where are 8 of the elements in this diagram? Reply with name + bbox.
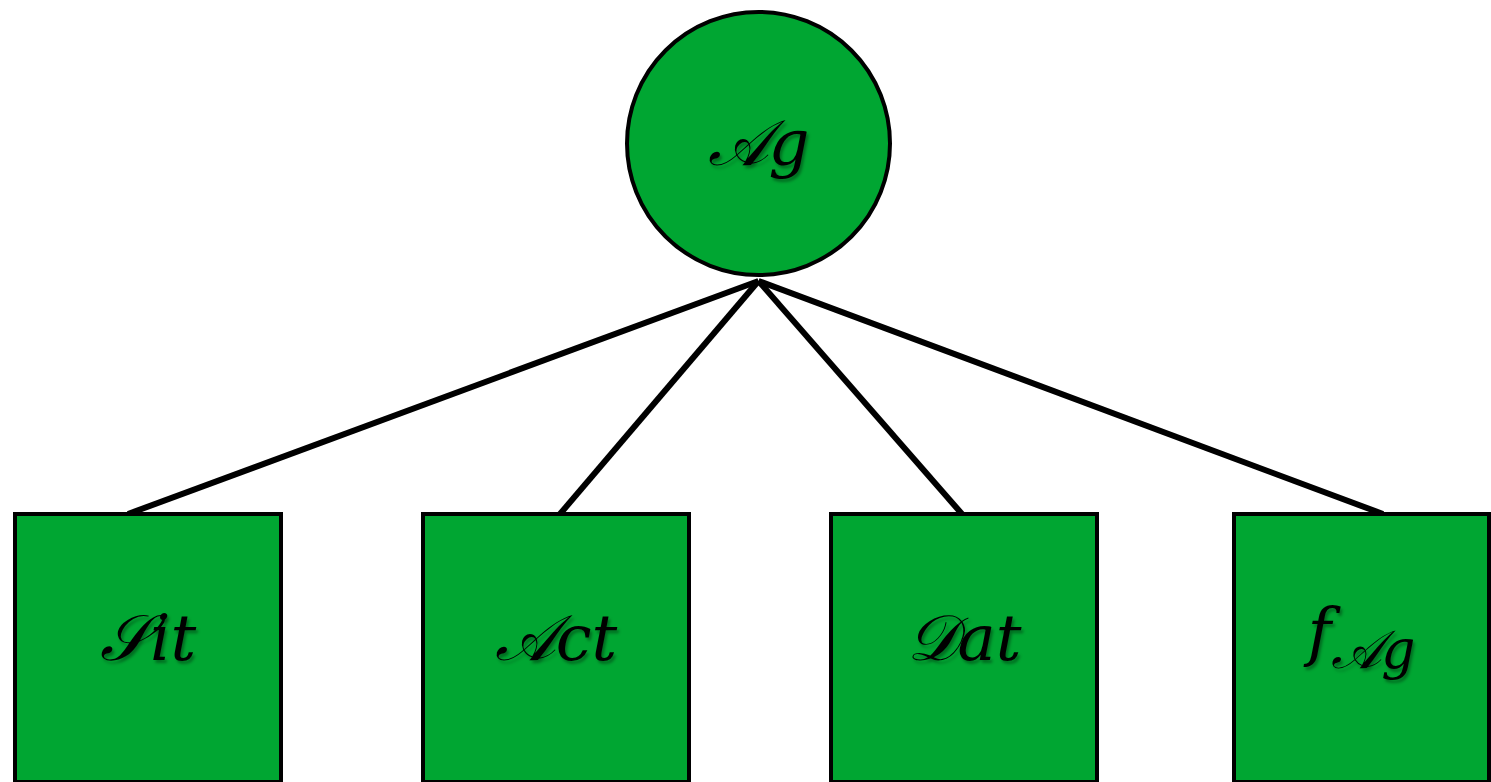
square-node bbox=[829, 512, 1099, 782]
square-node bbox=[13, 512, 283, 782]
square-node bbox=[1232, 512, 1491, 782]
math-symbol-label: 𝒟at bbox=[906, 600, 1022, 676]
math-symbol-label: 𝒜g bbox=[707, 106, 810, 181]
square-node bbox=[421, 512, 691, 782]
math-symbol-label: 𝒜ct bbox=[494, 600, 618, 676]
math-symbol-label: 𝒮it bbox=[99, 600, 197, 676]
